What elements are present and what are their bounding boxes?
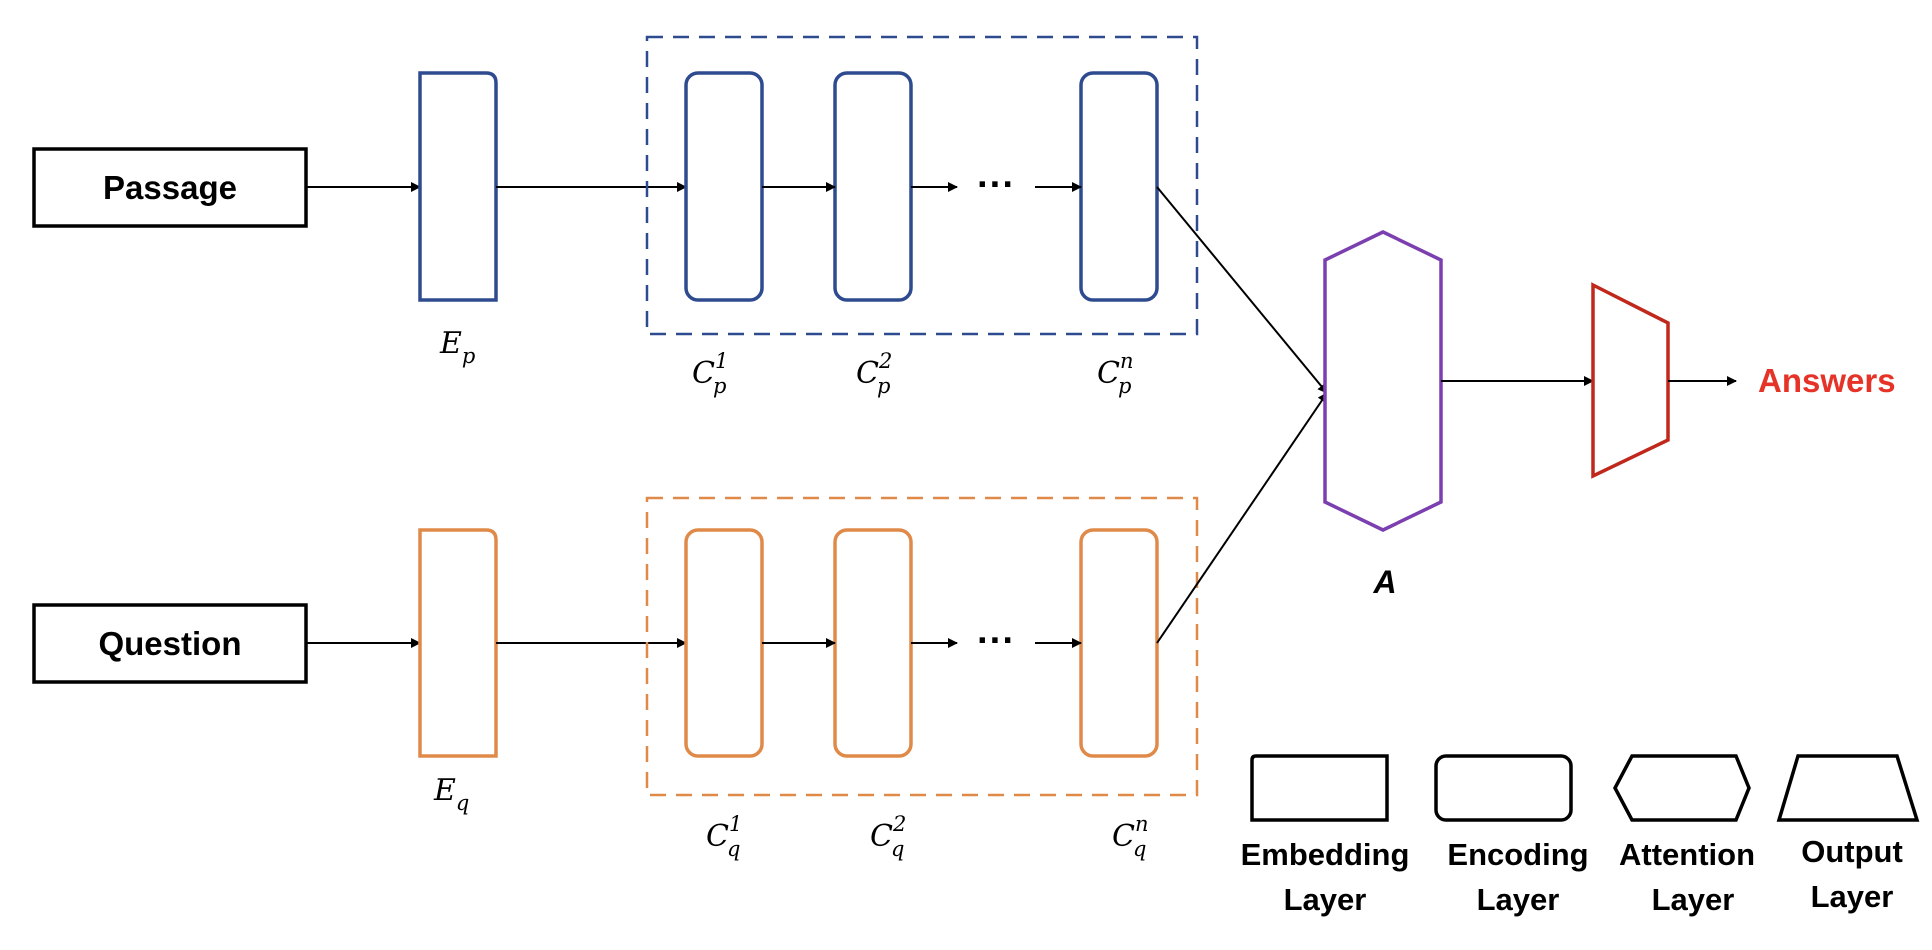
passage-ellipsis: ··· <box>977 164 1015 206</box>
question-encoder-block-1 <box>684 528 764 758</box>
answers-label: Answers <box>1758 362 1896 399</box>
arrow-passage-to-attention <box>1156 186 1328 394</box>
passage-encoder-block-2 <box>833 71 913 302</box>
question-ellipsis: ··· <box>977 620 1015 662</box>
question-input-label: Question <box>98 625 241 662</box>
passage-embedding-label: Ep <box>439 326 475 368</box>
output-block <box>1591 282 1670 479</box>
question-encoder-block-n <box>1079 528 1159 758</box>
legend-attention-shape <box>1613 754 1751 822</box>
passage-encoder-block-n <box>1079 71 1159 302</box>
question-encoder-group <box>645 496 1199 797</box>
passage-encoder-block-1 <box>684 71 764 302</box>
passage-input-box <box>32 147 308 228</box>
legend-output-shape <box>1776 754 1920 822</box>
legend-embedding-shape <box>1250 754 1389 822</box>
passage-embedding-block <box>418 71 498 302</box>
legend-encoding-shape <box>1434 754 1573 822</box>
arrow-question-to-attention <box>1156 392 1328 644</box>
attention-label: A <box>1372 564 1396 600</box>
passage-input-label: Passage <box>103 169 237 206</box>
question-embedding-label: Eq <box>433 773 469 815</box>
attention-block <box>1323 230 1443 532</box>
question-embedding-block <box>418 528 498 758</box>
question-encoder-block-2 <box>833 528 913 758</box>
question-input-box <box>32 603 308 684</box>
passage-encoder-group <box>645 35 1199 336</box>
